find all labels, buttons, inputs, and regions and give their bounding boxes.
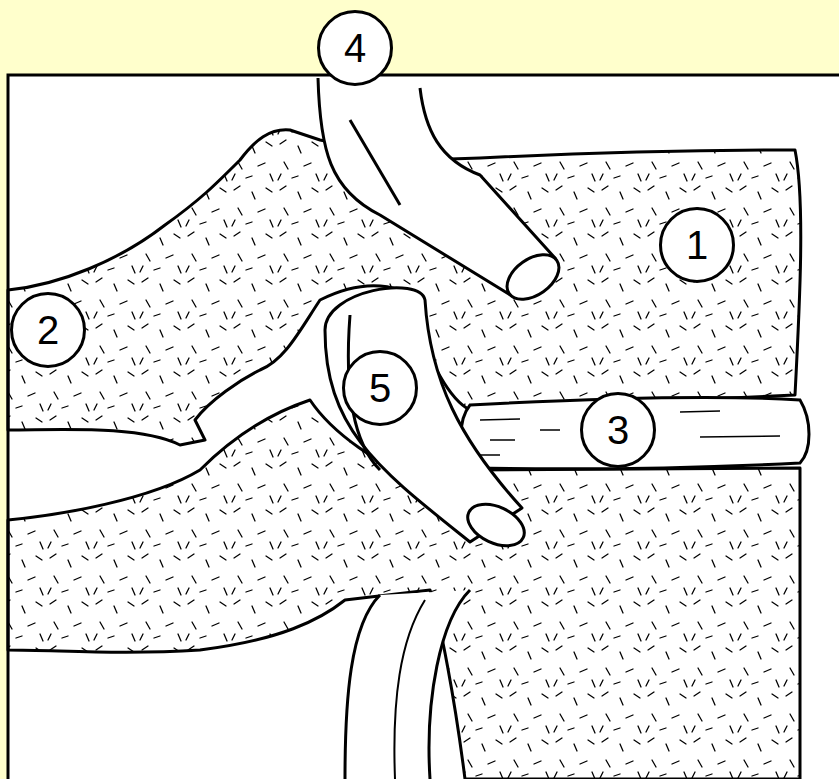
text-holder: 3 [580,392,656,468]
circle-shape [344,352,417,425]
text-holder: 2 [10,292,86,368]
cauda-roots-fill [345,590,470,779]
root-cut-end [499,246,567,309]
callout-circle: 5 [342,350,418,426]
callout-number: 3 [607,410,629,450]
root-cut-end [461,496,531,554]
descending-root [345,595,380,779]
callout-circle: 2 [10,292,86,368]
callout-number: 1 [686,225,708,265]
callout-circle: 1 [659,207,735,283]
text-holder: 1 [659,207,735,283]
text-holder: 4 [317,10,393,86]
circle-shape [319,12,392,85]
callout-number: 4 [344,28,366,68]
frame [8,75,839,779]
descending-root [429,590,470,779]
circle-shape [582,394,655,467]
root-contour [350,120,400,205]
descending-root [394,600,425,779]
callout-circle: 3 [580,392,656,468]
text-holder: 5 [342,350,418,426]
callout-circle: 4 [317,10,393,86]
callout-number: 2 [37,310,59,350]
circle-shape [661,209,734,282]
callout-number: 5 [369,368,391,408]
circle-shape [12,294,85,367]
